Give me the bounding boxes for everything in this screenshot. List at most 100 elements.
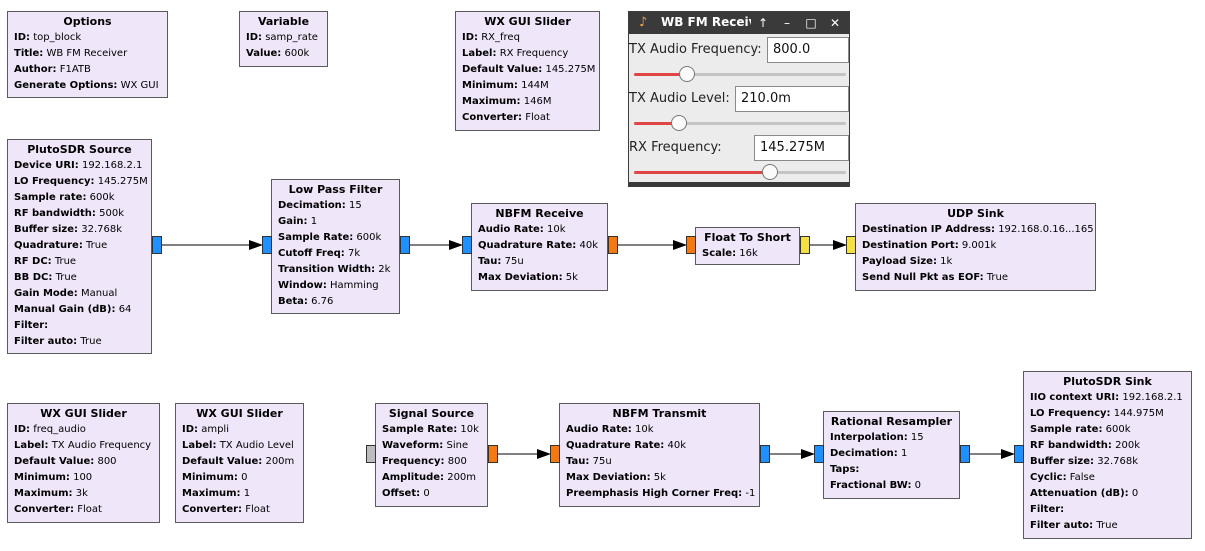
param-value: 32.768k [1097, 456, 1138, 467]
param-name: IIO context URI: [1030, 392, 1120, 403]
udp-sink-in-port[interactable] [846, 236, 856, 254]
param-name: Converter: [14, 504, 75, 515]
pluto-sink-in-port[interactable] [1014, 445, 1024, 463]
block-param: Sample Rate: 10k [382, 422, 481, 438]
param-value: samp_rate [265, 32, 318, 43]
block-param: Beta: 6.76 [278, 294, 393, 310]
tx-audio-level-input[interactable]: 210.0m [735, 86, 849, 112]
slider-fill [634, 73, 687, 76]
maximize-icon[interactable]: □ [805, 16, 817, 30]
slider-knob[interactable] [670, 115, 687, 131]
minimize-icon[interactable]: – [784, 16, 790, 30]
param-value: ampli [201, 424, 229, 435]
pluto-source-out-port[interactable] [152, 236, 162, 254]
close-icon[interactable]: ✕ [829, 16, 841, 30]
param-name: Send Null Pkt as EOF: [862, 272, 984, 283]
nbfm-rx-out-port[interactable] [608, 236, 618, 254]
block-param: Scale: 16k [702, 246, 793, 262]
lpf-out-port[interactable] [400, 236, 410, 254]
param-value: 5k [653, 472, 666, 483]
param-name: Label: [14, 440, 49, 451]
block-param: Interpolation: 15 [830, 430, 953, 446]
sig-source-out-port[interactable] [488, 445, 498, 463]
param-value: True [80, 336, 102, 347]
block-param: Converter: Float [182, 502, 297, 518]
nbfm-tx-out-port[interactable] [760, 445, 770, 463]
resampler-out-port[interactable] [960, 445, 970, 463]
up-arrow-icon[interactable]: ↑ [757, 16, 769, 30]
tx-audio-frequency-slider[interactable] [634, 66, 846, 82]
param-value: 75u [592, 456, 612, 467]
float-short-out-port[interactable] [800, 236, 810, 254]
resampler-in-port[interactable] [814, 445, 824, 463]
tx-audio-frequency-input[interactable]: 800.0 [767, 37, 849, 63]
slider-knob[interactable] [761, 164, 778, 180]
param-value: Sine [446, 440, 469, 451]
slider-knob[interactable] [679, 66, 695, 82]
block-param: Default Value: 800 [14, 454, 153, 470]
block-param: Cyclic: False [1030, 470, 1185, 486]
param-value: top_block [33, 32, 82, 43]
param-name: Minimum: [182, 472, 238, 483]
param-name: Transition Width: [278, 264, 376, 275]
nbfm-tx-in-port[interactable] [550, 445, 560, 463]
sig-source-in-port[interactable] [366, 445, 376, 463]
param-name: Max Deviation: [478, 272, 563, 283]
block-title: Signal Source [388, 407, 475, 420]
rx-frequency-slider[interactable] [634, 164, 846, 180]
param-value: 15 [910, 432, 924, 443]
window-titlebar[interactable]: ♪ WB FM Receiv ↑ – □ ✕ [629, 12, 849, 34]
param-name: ID: [14, 32, 31, 43]
param-name: Cyclic: [1030, 472, 1067, 483]
param-name: Default Value: [462, 64, 543, 75]
param-name: ID: [182, 424, 199, 435]
param-value: 40k [579, 240, 599, 251]
block-param: Default Value: 145.275M [462, 62, 595, 78]
block-param: RF bandwidth: 500k [14, 206, 145, 222]
param-name: Frequency: [382, 456, 445, 467]
lpf-in-port[interactable] [262, 236, 272, 254]
block-param: Label: RX Frequency [462, 46, 593, 62]
param-value: 7k [347, 248, 361, 259]
param-value: RX Frequency [499, 48, 569, 59]
param-value: 1 [243, 488, 251, 499]
float-short-in-port[interactable] [686, 236, 696, 254]
block-param: Converter: Float [14, 502, 153, 518]
param-name: Waveform: [382, 440, 444, 451]
param-name: Attenuation (dB): [1030, 488, 1129, 499]
param-value: Float [245, 504, 270, 515]
param-value: 9.001k [961, 240, 997, 251]
block-param: Waveform: Sine [382, 438, 481, 454]
block-param: Label: TX Audio Level [182, 438, 297, 454]
param-name: Taps: [830, 464, 860, 475]
param-value: 200k [1115, 440, 1140, 451]
tx-audio-level-slider[interactable] [634, 115, 846, 131]
slider-window[interactable]: ♪ WB FM Receiv ↑ – □ ✕ TX Audio Frequenc… [628, 11, 850, 187]
nbfm-rx-in-port[interactable] [462, 236, 472, 254]
param-name: Offset: [382, 488, 421, 499]
block-param: Converter: Float [462, 110, 593, 126]
param-name: Manual Gain (dB): [14, 304, 116, 315]
block-param: Maximum: 3k [14, 486, 153, 502]
param-name: Amplitude: [382, 472, 445, 483]
param-name: RF bandwidth: [14, 208, 96, 219]
param-name: Minimum: [14, 472, 70, 483]
param-value: 145.275M [97, 176, 148, 187]
rx-frequency-input[interactable]: 145.275M [754, 135, 849, 161]
param-value: 10k [547, 224, 566, 235]
param-value: Float [77, 504, 102, 515]
